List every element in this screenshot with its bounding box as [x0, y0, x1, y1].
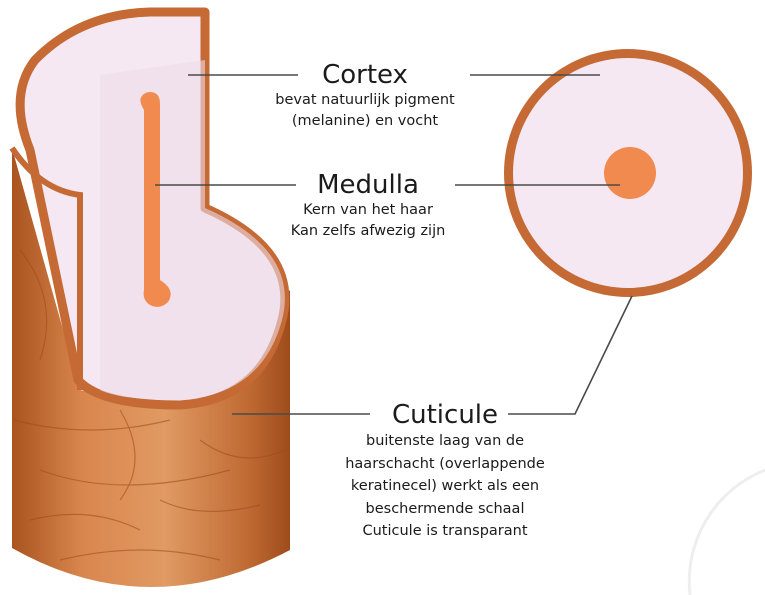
medulla-label: Medulla Kern van het haar Kan zelfs afwe… — [258, 170, 478, 242]
medulla-description-line-1: Kern van het haar — [258, 200, 478, 221]
cuticule-description-line-2: haarschacht (overlappende — [300, 453, 590, 476]
cuticule-description-line-4: beschermende schaal — [300, 498, 590, 521]
cortex-title: Cortex — [240, 60, 490, 90]
medulla-description-line-2: Kan zelfs afwezig zijn — [258, 221, 478, 242]
background-arc-decoration — [689, 470, 765, 595]
cuticule-title: Cuticule — [300, 400, 590, 430]
cortex-description-line-2: (melanine) en vocht — [240, 111, 490, 132]
cuticule-description-line-3: keratinecel) werkt als een — [300, 475, 590, 498]
medulla-title: Medulla — [258, 170, 478, 200]
cortex-description-line-1: bevat natuurlijk pigment — [240, 90, 490, 111]
cuticule-leader-right — [508, 296, 632, 414]
cross-section-circle-medulla — [604, 147, 656, 199]
cortex-label: Cortex bevat natuurlijk pigment (melanin… — [240, 60, 490, 132]
cuticule-label: Cuticule buitenste laag van de haarschac… — [300, 400, 590, 543]
cuticule-description-line-5: Cuticule is transparant — [300, 520, 590, 543]
cuticule-description-line-1: buitenste laag van de — [300, 430, 590, 453]
